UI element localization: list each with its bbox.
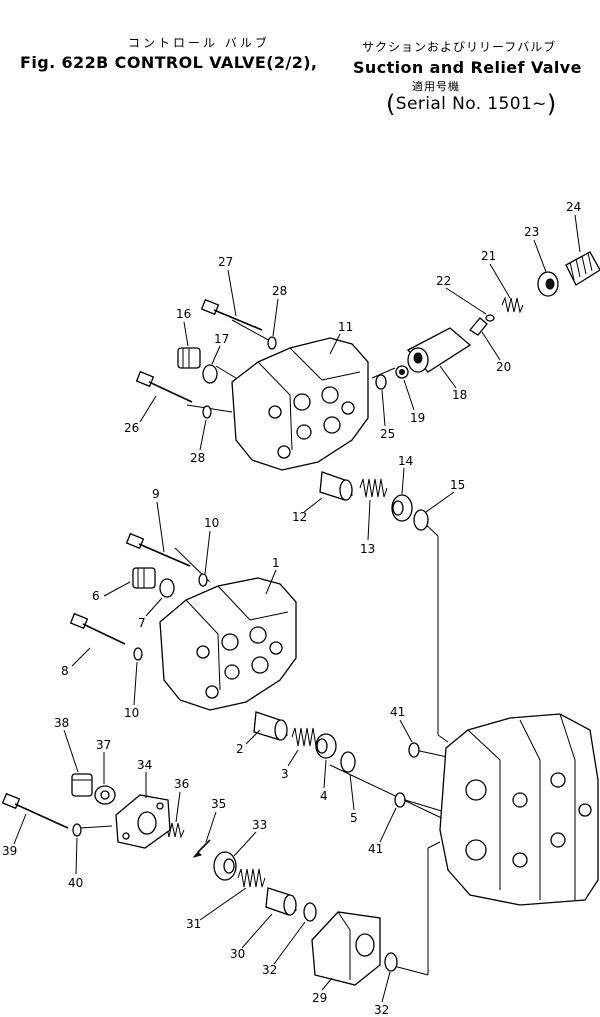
- callout-15: 15: [450, 478, 465, 492]
- spring-31: [237, 868, 266, 888]
- callout-28a: 28: [272, 284, 287, 298]
- callout-24: 24: [566, 200, 581, 214]
- callout-18: 18: [452, 388, 467, 402]
- callout-14: 14: [398, 454, 413, 468]
- callout-32b: 32: [374, 1003, 389, 1017]
- callout-10a: 10: [204, 516, 219, 530]
- callout-34: 34: [137, 758, 152, 772]
- nut-23: [537, 271, 559, 297]
- bolt-8: [69, 612, 126, 645]
- poppet-12: [319, 471, 353, 501]
- callout-30: 30: [230, 947, 245, 961]
- bolt-26: [135, 370, 193, 403]
- adjuster-24: [565, 251, 600, 286]
- callout-10b: 10: [124, 706, 139, 720]
- callout-28b: 28: [190, 451, 205, 465]
- plug-6: [132, 567, 156, 589]
- callout-27: 27: [218, 255, 233, 269]
- part-22: [485, 314, 495, 322]
- callout-17: 17: [214, 332, 229, 346]
- callout-2: 2: [236, 742, 244, 756]
- callout-12: 12: [292, 510, 307, 524]
- serial-number-range: (Serial No. 1501~): [386, 90, 557, 118]
- valve-body-lower: [159, 577, 297, 711]
- callout-39: 39: [2, 844, 17, 858]
- callout-19: 19: [410, 411, 425, 425]
- callout-16: 16: [176, 307, 191, 321]
- figure-title: Fig. 622B CONTROL VALVE(2/2),: [20, 53, 318, 72]
- main-control-valve: [439, 713, 599, 906]
- relief-valve-18: [406, 327, 472, 373]
- washers-orings: [72, 336, 429, 972]
- subtitle-japanese: サクションおよびリリーフバルブ: [362, 40, 557, 54]
- bolt-27: [200, 298, 263, 331]
- nut-37: [94, 785, 116, 805]
- bolt-9: [125, 532, 191, 567]
- callout-9: 9: [152, 487, 160, 501]
- callout-41b: 41: [368, 842, 383, 856]
- valve-body-upper: [231, 337, 369, 471]
- callout-4: 4: [320, 789, 328, 803]
- callout-36: 36: [174, 777, 189, 791]
- callout-35: 35: [211, 797, 226, 811]
- cover-29: [311, 911, 381, 986]
- callout-22: 22: [436, 274, 451, 288]
- pin-35: [192, 839, 211, 858]
- part-19: [395, 365, 409, 379]
- callout-5: 5: [350, 811, 358, 825]
- callout-40: 40: [68, 876, 83, 890]
- callout-25: 25: [380, 427, 395, 441]
- callout-7: 7: [138, 616, 146, 630]
- callout-6: 6: [92, 589, 100, 603]
- poppet-2: [253, 711, 288, 741]
- plug-16: [177, 347, 201, 369]
- callout-3: 3: [281, 767, 289, 781]
- poppet-30: [265, 887, 297, 916]
- callout-1: 1: [272, 556, 280, 570]
- spring-21: [501, 296, 524, 314]
- callout-13: 13: [360, 542, 375, 556]
- bolt-39: [1, 792, 69, 829]
- callout-8: 8: [61, 664, 69, 678]
- callout-37: 37: [96, 738, 111, 752]
- applicable-label: 適用号機: [412, 80, 460, 93]
- seat-4: [315, 733, 337, 759]
- callout-33: 33: [252, 818, 267, 832]
- callout-20: 20: [496, 360, 511, 374]
- serial-text: Serial No. 1501~: [395, 94, 547, 114]
- plug-38: [71, 773, 93, 797]
- spring-3: [291, 727, 320, 747]
- callout-labels: 1 2 3 4 5 6 7 8 9 10 10 11 12 13 14 15 1…: [2, 200, 581, 1017]
- callout-29: 29: [312, 991, 327, 1005]
- callout-32a: 32: [262, 963, 277, 977]
- title-japanese: コントロール バルブ: [128, 36, 270, 50]
- seat-33: [213, 851, 237, 881]
- part-20: [469, 317, 488, 336]
- subtitle-english: Suction and Relief Valve: [353, 58, 582, 77]
- left-paren: (: [386, 90, 396, 118]
- callout-23: 23: [524, 225, 539, 239]
- callout-21: 21: [481, 249, 496, 263]
- callout-31: 31: [186, 917, 201, 931]
- flange-34: [115, 794, 171, 849]
- right-paren: ): [546, 90, 557, 118]
- callout-26: 26: [124, 421, 139, 435]
- spring-13: [359, 478, 388, 498]
- callout-11: 11: [338, 320, 353, 334]
- seat-14: [391, 494, 413, 522]
- callout-41a: 41: [390, 705, 405, 719]
- callout-38: 38: [54, 716, 69, 730]
